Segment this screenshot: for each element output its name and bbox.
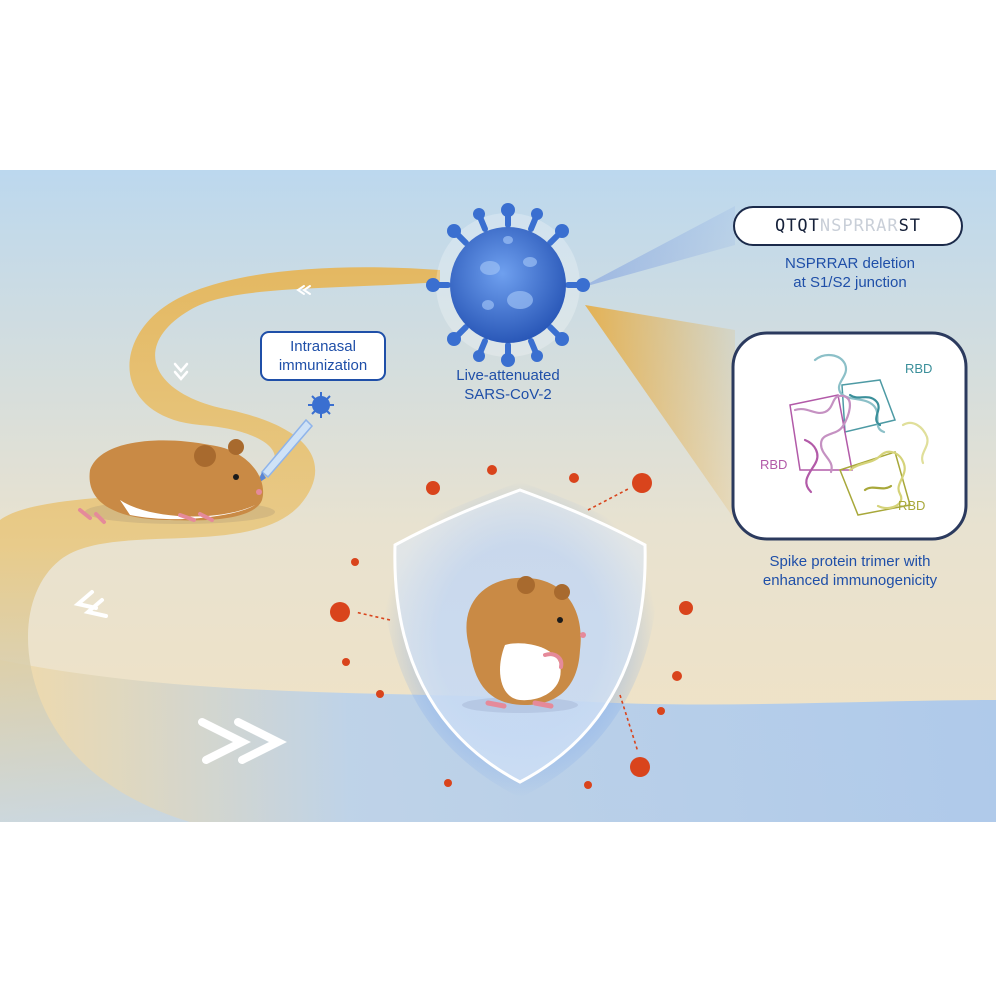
immunization-line1: Intranasal bbox=[290, 338, 356, 355]
rbd-label-left: RBD bbox=[760, 457, 788, 472]
spike-caption-line1: Spike protein trimer with bbox=[769, 553, 931, 570]
hamster-icon bbox=[78, 439, 275, 524]
sequence-suffix: ST bbox=[898, 216, 922, 236]
pathogen-particles bbox=[330, 465, 693, 789]
sequence-deleted: NSPRRAR bbox=[819, 216, 899, 236]
sequence-prefix: QTQT bbox=[774, 216, 820, 236]
virus-caption: Live-attenuated SARS-CoV-2 bbox=[428, 366, 588, 404]
path-chevrons bbox=[73, 285, 311, 764]
immunization-callout: Intranasal immunization bbox=[260, 331, 386, 381]
pathogen-deflection-arrows bbox=[354, 487, 639, 753]
deletion-caption-line2: at S1/S2 junction bbox=[793, 274, 907, 291]
winding-path bbox=[0, 267, 440, 822]
pipette-virus-icon bbox=[308, 392, 334, 418]
spike-caption: Spike protein trimer with enhanced immun… bbox=[735, 552, 965, 590]
deletion-caption-line1: NSPRRAR deletion bbox=[784, 255, 916, 272]
spike-caption-line2: enhanced immunogenicity bbox=[762, 572, 938, 589]
immunization-line2: immunization bbox=[278, 357, 368, 374]
rbd-label-top: RBD bbox=[905, 361, 933, 376]
rbd-label-right: RBD bbox=[898, 498, 926, 513]
beam-to-sequence bbox=[580, 206, 735, 288]
spike-panel bbox=[731, 331, 968, 541]
virus-caption-line2: SARS-CoV-2 bbox=[464, 386, 552, 403]
virus-icon bbox=[426, 203, 590, 367]
beam-to-spike bbox=[585, 305, 735, 520]
deletion-caption: NSPRRAR deletion at S1/S2 junction bbox=[745, 254, 955, 292]
protected-hamster-icon bbox=[462, 576, 586, 713]
virus-caption-line1: Live-attenuated bbox=[456, 367, 560, 384]
